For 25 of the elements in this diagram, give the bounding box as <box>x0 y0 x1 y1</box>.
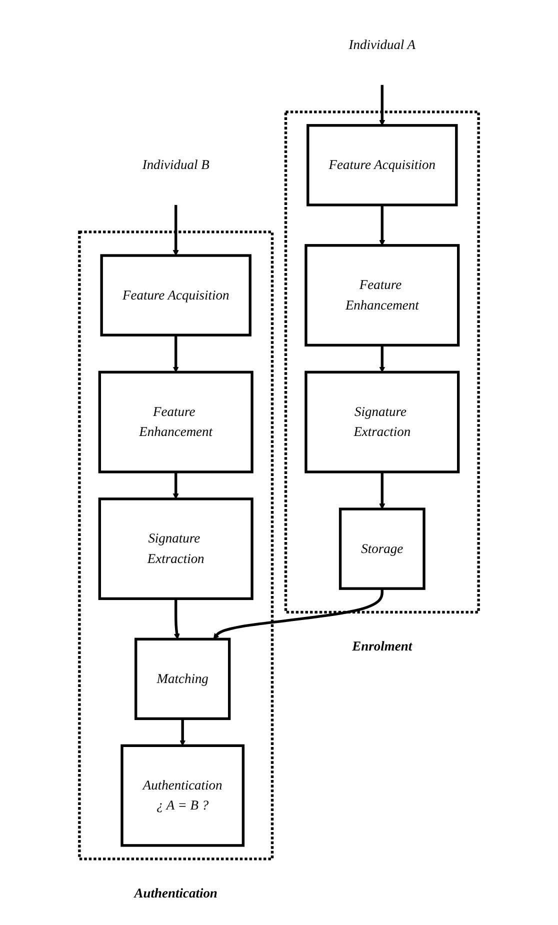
arrow <box>379 204 386 246</box>
node-box: Feature Enhancement <box>304 244 460 347</box>
node-box: Authentication ¿ A = B ? <box>120 744 245 847</box>
arrow <box>172 472 179 500</box>
node-box: Storage <box>338 508 426 590</box>
cluster <box>284 110 480 614</box>
arrow <box>379 345 386 372</box>
arrow <box>379 84 386 126</box>
node-box: Signature Extraction <box>304 370 460 474</box>
node-text: Individual B <box>142 158 210 173</box>
arrow <box>172 335 179 372</box>
cluster <box>78 230 274 860</box>
node-box: Feature Acquisition <box>306 124 458 206</box>
node-box: Feature Enhancement <box>98 370 254 474</box>
arrow <box>174 598 180 640</box>
node-label: Authentication <box>134 886 218 901</box>
arrow <box>180 718 186 746</box>
node-box: Feature Acquisition <box>100 254 252 336</box>
arrow <box>213 588 384 640</box>
node-text: Individual A <box>348 38 416 53</box>
node-box: Signature Extraction <box>98 498 254 600</box>
arrow <box>172 204 179 256</box>
arrow <box>379 472 386 510</box>
node-box: Matching <box>134 638 231 720</box>
node-label: Enrolment <box>352 639 412 654</box>
